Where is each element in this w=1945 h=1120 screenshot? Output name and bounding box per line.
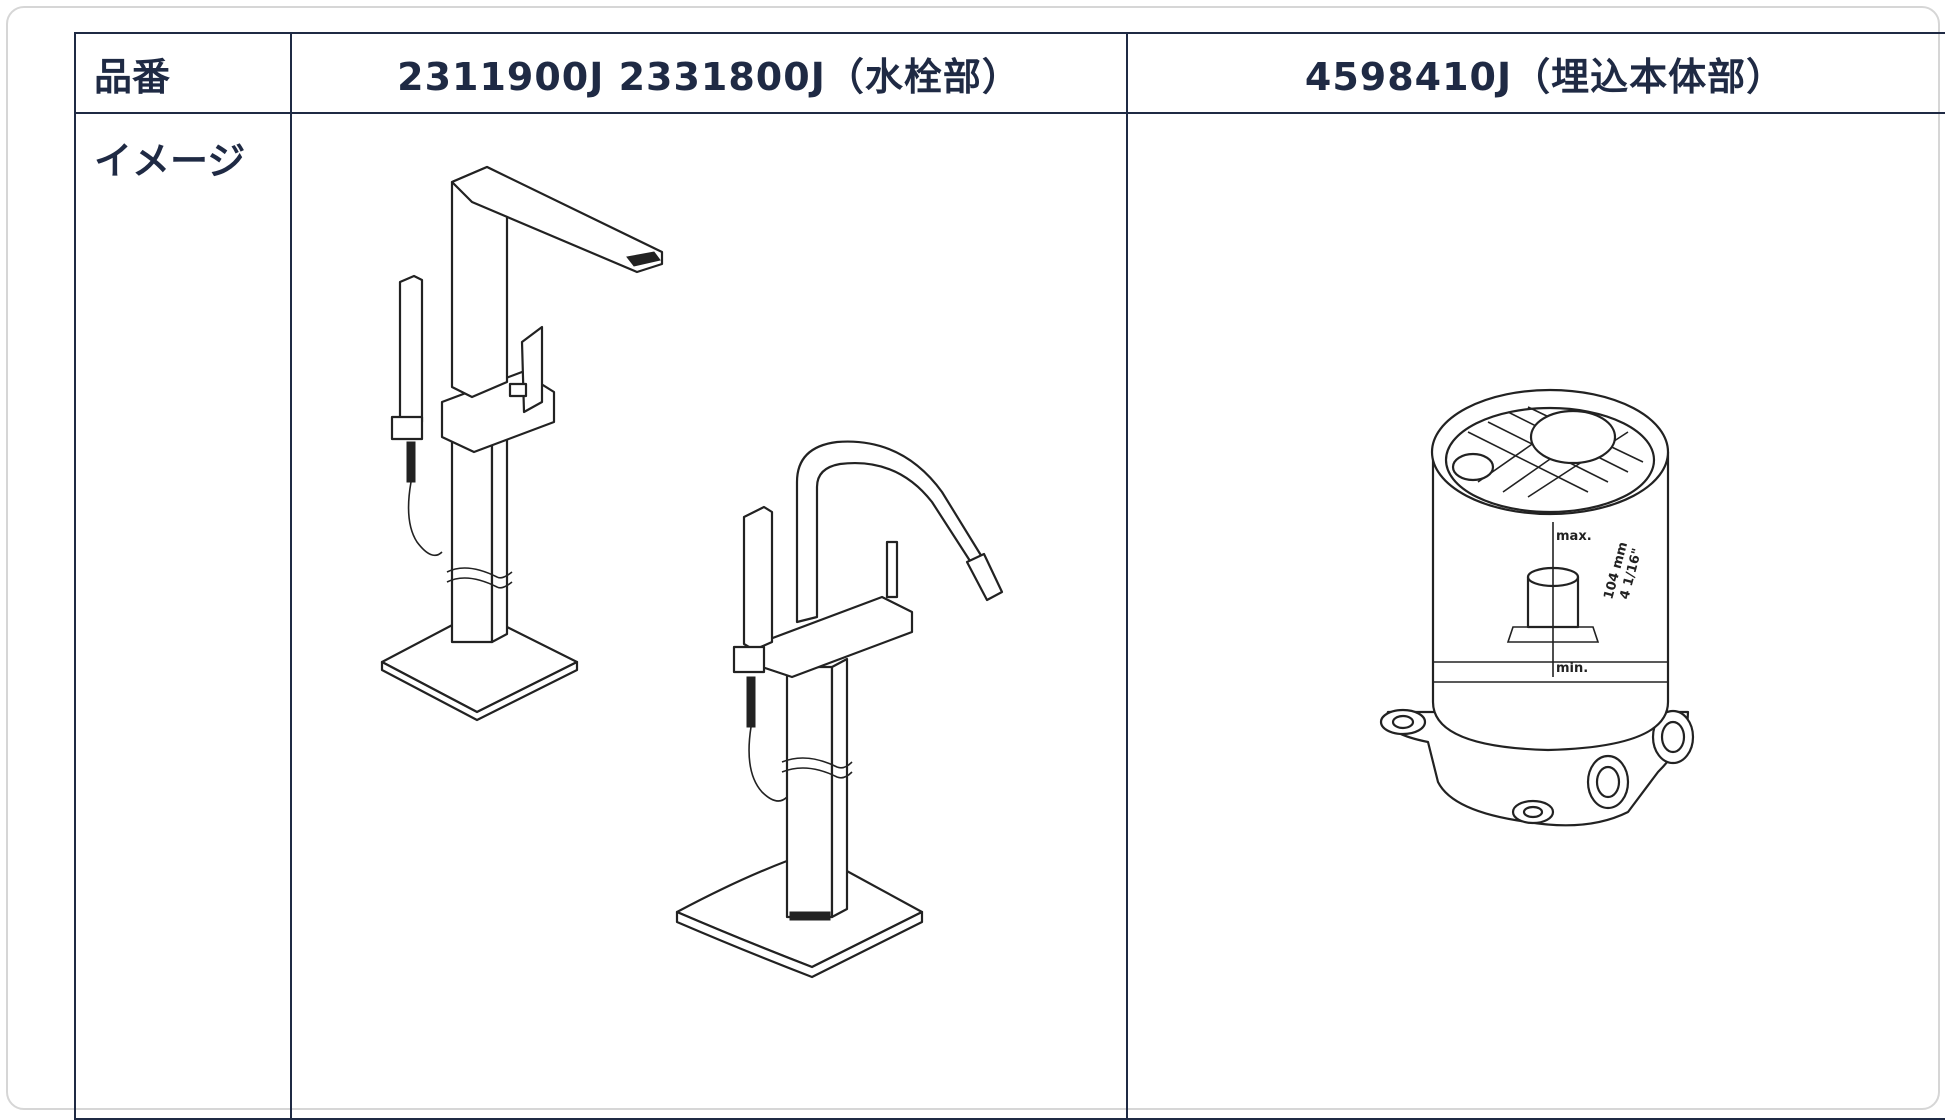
embedded-body-image-cell: max. min. 104 mm 4 1/16" [1126, 112, 1945, 1120]
label-part-number: 品番 [74, 32, 292, 114]
faucet-curved-spout [675, 440, 1004, 979]
faucet-square-spout [380, 165, 664, 722]
content-card: 品番 2311900J 2331800J（水栓部） 4598410J（埋込本体部… [6, 6, 1945, 1120]
embedded-body-drawing: max. min. 104 mm 4 1/16" [1379, 388, 1695, 827]
faucet-drawing [380, 165, 1004, 979]
min-label: min. [1556, 661, 1588, 676]
table-header-row: 品番 2311900J 2331800J（水栓部） 4598410J（埋込本体部… [74, 32, 1945, 114]
embedded-body-unit: max. min. 104 mm 4 1/16" [1379, 388, 1695, 827]
table-image-row: イメージ [74, 112, 1945, 1120]
max-label: max. [1556, 529, 1592, 544]
header-embedded-body-part: 4598410J（埋込本体部） [1126, 32, 1945, 114]
header-faucet-part: 2311900J 2331800J（水栓部） [290, 32, 1128, 114]
spec-table: 品番 2311900J 2331800J（水栓部） 4598410J（埋込本体部… [74, 32, 1945, 1120]
label-image: イメージ [74, 112, 292, 1120]
faucet-image-cell [290, 112, 1128, 1120]
